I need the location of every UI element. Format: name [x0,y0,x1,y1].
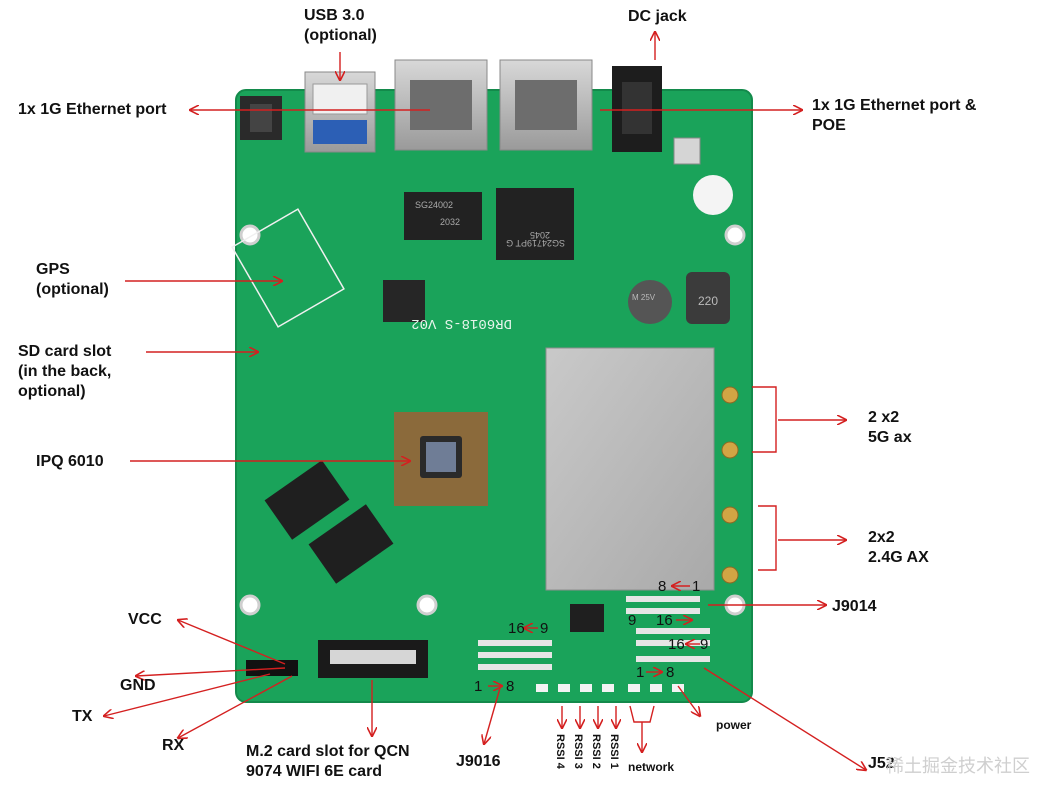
memory-chip-1 [264,460,350,540]
gnd-label: GND [120,677,156,694]
usb-label: USB 3.0(optional) [304,7,377,44]
pin-9-left: 9 [540,620,549,637]
rf-shield [545,347,715,591]
power-label: power [716,718,752,732]
ipq6010-soc [394,412,488,506]
pin-1-right: 1 [636,664,645,681]
pin-1-left: 1 [474,678,483,695]
magnetics-chip-1: SG24002 2032 [404,192,482,240]
pin-9-mid: 9 [628,612,637,629]
ethernet-port-2 [499,59,593,151]
pin-1-top: 1 [692,578,701,595]
logo-mark [693,175,733,215]
usb-port [304,71,376,153]
small-chip [383,280,425,322]
pin-16-left: 16 [508,620,525,637]
pin-8-left: 8 [506,678,515,695]
pin-8-top: 8 [658,578,667,595]
network-label: network [628,760,675,774]
inductor-label: 220 [698,294,718,308]
antenna-connectors [721,386,739,584]
eth2-poe-label: 1x 1G Ethernet port &POE [812,97,977,134]
pin-headers [478,596,710,670]
chip-label-2: 2032 [440,217,460,227]
small-metal-component [673,137,701,165]
dc-jack-label: DC jack [628,8,687,25]
rssi-2-label: RSSI 2 [590,734,602,769]
rssi-1-label: RSSI 1 [608,734,620,769]
memory-chip-2 [308,504,394,584]
tx-label: TX [72,708,93,725]
gps-module-outline [231,208,345,328]
small-black-connector [240,96,282,140]
leds [536,684,684,692]
rssi-4-label: RSSI 4 [554,734,566,769]
j9016-label: J9016 [456,753,501,770]
chip-label-1: SG24002 [415,200,453,210]
pin-16-right: 16 [668,636,685,653]
annotation-arrows [104,32,866,770]
silkscreen-label: DR6018-S V02 [411,315,512,331]
watermark: 稀土掘金技术社区 [886,756,1030,776]
pin-9-right: 9 [700,636,709,653]
pin-8-right: 8 [666,664,675,681]
capacitor: M 25V [628,280,672,324]
m2-slot [318,640,428,678]
inductor: 220 [686,272,730,324]
rssi-3-label: RSSI 3 [572,734,584,769]
magnetics-chip-2: SG24719PT G 2045 [496,188,574,260]
vcc-label: VCC [128,611,162,628]
gps-label: GPS(optional) [36,261,109,298]
ipq-label: IPQ 6010 [36,453,104,470]
rx-label: RX [162,737,185,754]
eth1-label: 1x 1G Ethernet port [18,101,167,118]
capacitor-label: M 25V [632,293,656,302]
small-ic [570,604,604,632]
chip-label-4: 2045 [530,230,550,240]
j9014-label: J9014 [832,598,877,615]
pin-16-mid: 16 [656,612,673,629]
chip-label-3: SG24719PT G [506,238,565,248]
dc-jack-component [612,66,662,152]
j52-label: J52 [868,755,895,772]
sd-label: SD card slot(in the back,optional) [18,343,112,400]
ethernet-port-1 [394,59,488,151]
